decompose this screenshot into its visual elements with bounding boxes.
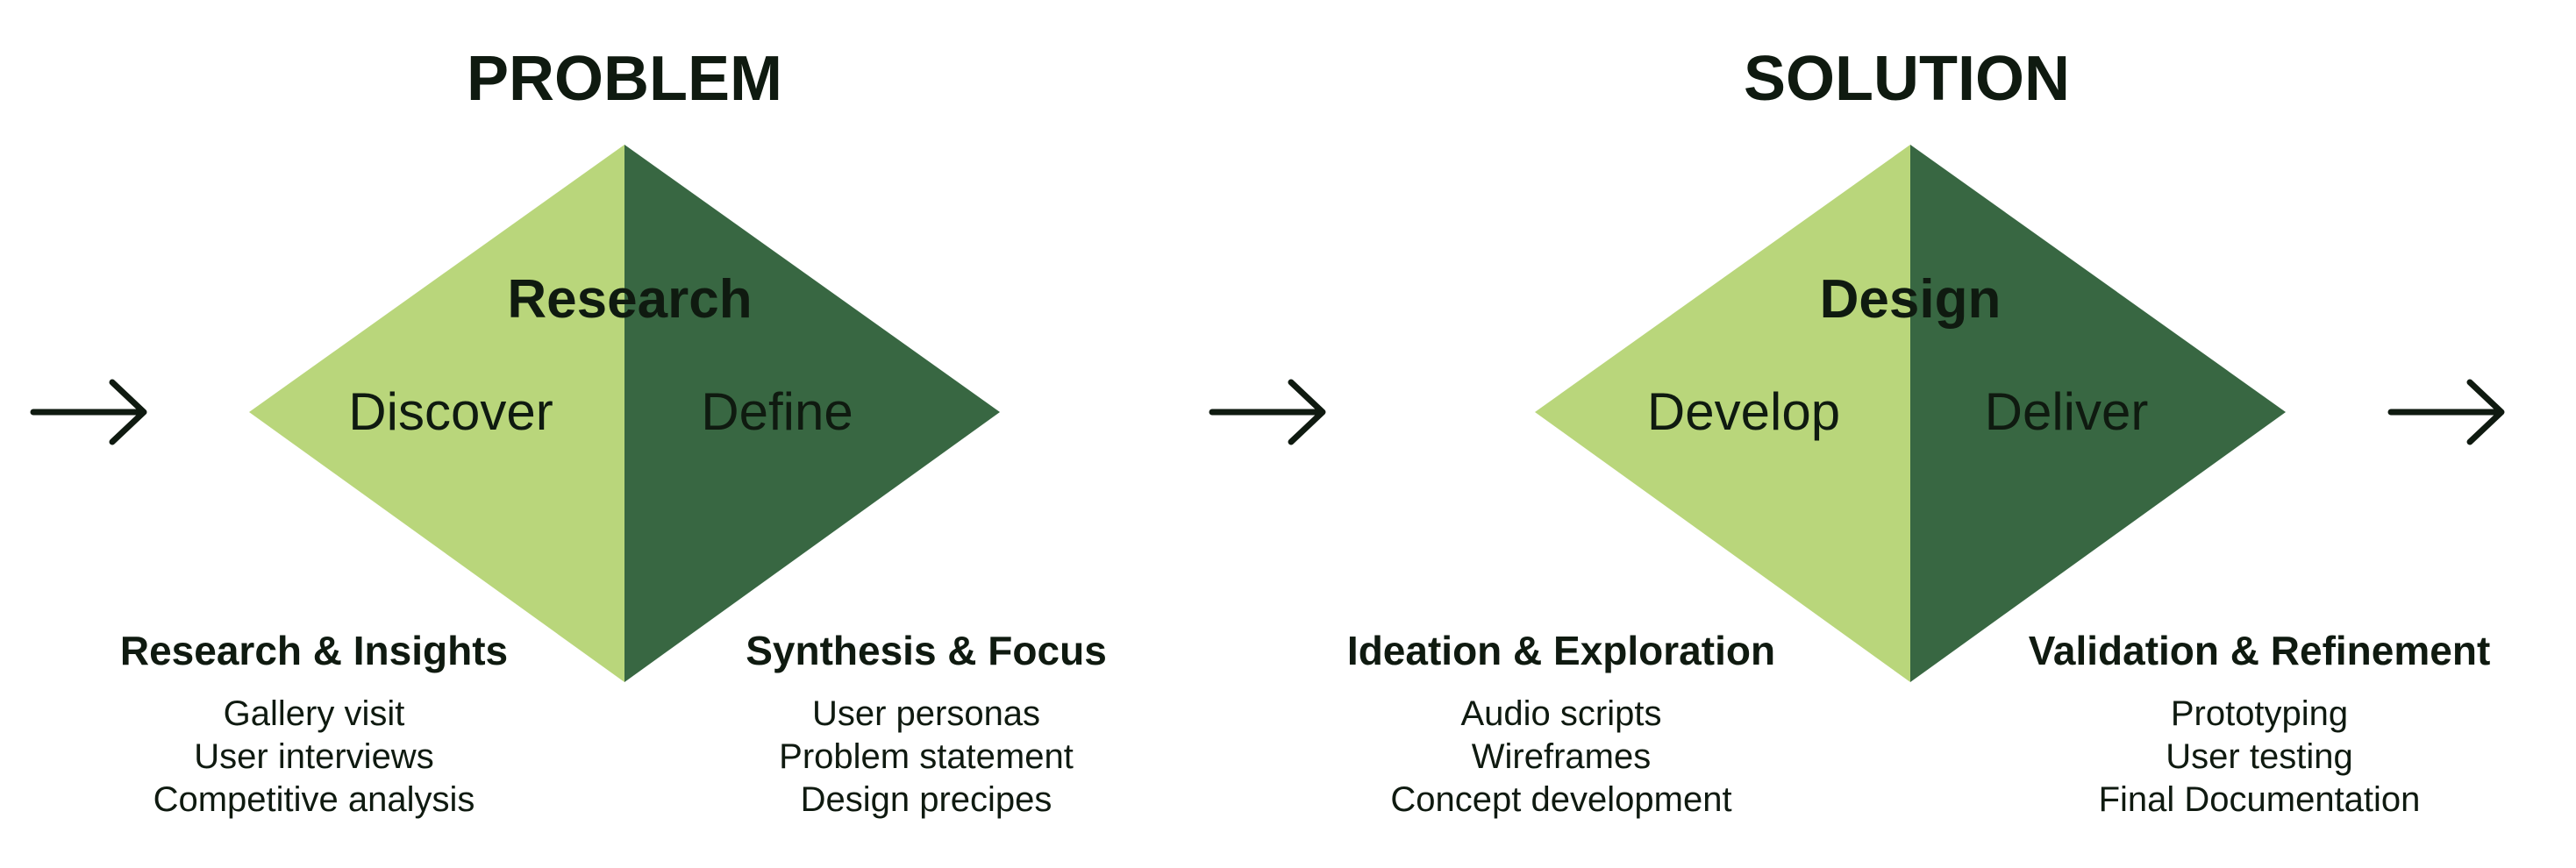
section-ideation-exploration: Ideation & Exploration Audio scripts Wir… <box>1347 628 1775 819</box>
problem-title: PROBLEM <box>467 44 782 114</box>
section-item: Final Documentation <box>2099 780 2421 819</box>
arrow-right-icon <box>1209 379 1326 445</box>
discover-half <box>249 145 624 682</box>
section-item: Wireframes <box>1472 737 1651 776</box>
section-item: Design precipes <box>801 780 1053 819</box>
define-half <box>624 145 1000 682</box>
arrow-right-icon <box>2387 379 2505 445</box>
design-label: Design <box>1820 269 2002 330</box>
section-heading: Research & Insights <box>120 628 508 673</box>
section-item: Concept development <box>1390 780 1731 819</box>
define-label: Define <box>701 382 853 441</box>
deliver-label: Deliver <box>1985 382 2149 441</box>
solution-diamond <box>1535 145 2286 682</box>
section-item: Prototyping <box>2171 694 2348 733</box>
section-item: Competitive analysis <box>153 780 475 819</box>
arrow-right-icon <box>30 379 147 445</box>
section-item: User testing <box>2166 737 2352 776</box>
deliver-half <box>1910 145 2286 682</box>
research-label: Research <box>507 269 752 330</box>
develop-label: Develop <box>1647 382 1840 441</box>
section-item: User interviews <box>194 737 433 776</box>
section-synthesis-focus: Synthesis & Focus User personas Problem … <box>746 628 1107 819</box>
problem-diamond <box>249 145 1000 682</box>
section-item: Audio scripts <box>1461 694 1662 733</box>
section-heading: Validation & Refinement <box>2029 628 2491 673</box>
discover-label: Discover <box>348 382 553 441</box>
solution-title: SOLUTION <box>1744 44 2070 114</box>
section-heading: Ideation & Exploration <box>1347 628 1775 673</box>
develop-half <box>1535 145 1910 682</box>
section-item: Gallery visit <box>224 694 405 733</box>
section-research-insights: Research & Insights Gallery visit User i… <box>120 628 508 819</box>
section-item: Problem statement <box>779 737 1074 776</box>
section-heading: Synthesis & Focus <box>746 628 1107 673</box>
section-item: User personas <box>812 694 1040 733</box>
section-validation-refinement: Validation & Refinement Prototyping User… <box>2029 628 2491 819</box>
